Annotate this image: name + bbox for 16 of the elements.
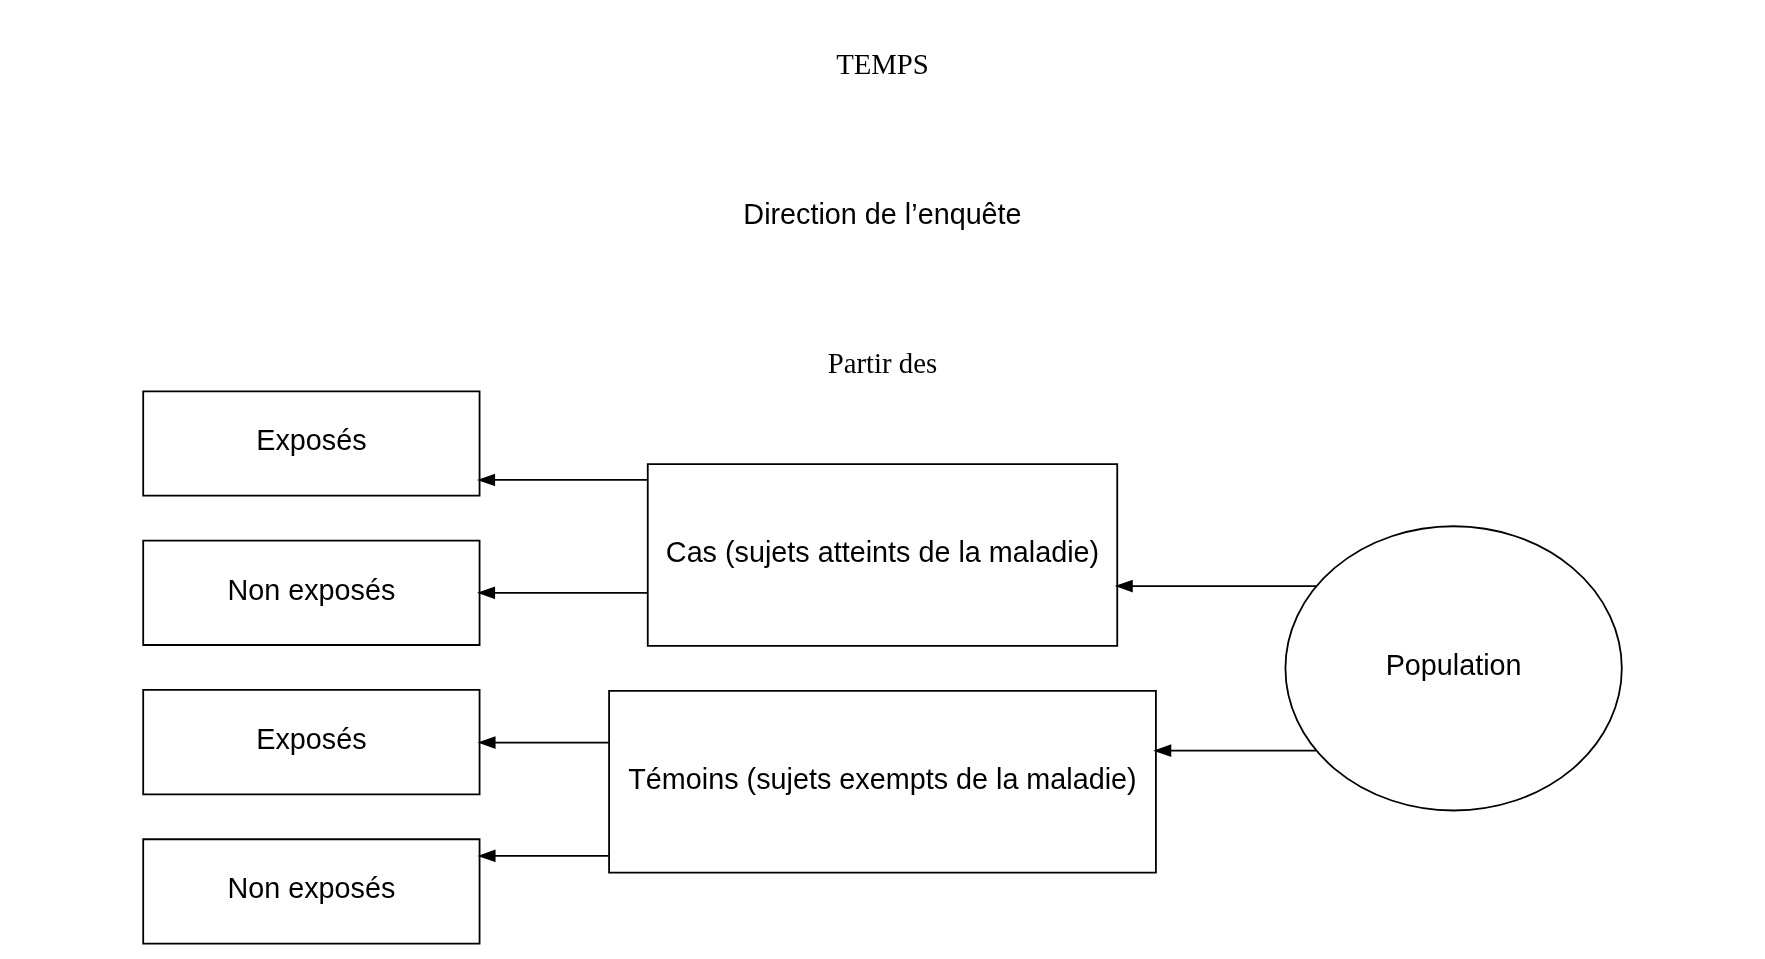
label: Partir des [827,347,938,380]
arrow [1153,744,1317,757]
node-box: Non exposés [142,838,481,945]
arrow [477,586,649,600]
node-box: Témoins (sujets exempts de la maladie) [608,689,1157,874]
node-ellipse: Population [1284,525,1623,812]
arrow [1114,579,1317,593]
label: TEMPS [836,48,929,81]
label: Direction de l’enquête [743,197,1022,230]
node-box: Cas (sujets atteints de la maladie) [646,463,1119,647]
node-box: Exposés [142,390,481,497]
node-box: Non exposés [142,539,481,646]
node-box: Exposés [142,689,481,796]
arrow [477,736,610,749]
arrow [477,473,649,487]
arrow [477,849,610,863]
